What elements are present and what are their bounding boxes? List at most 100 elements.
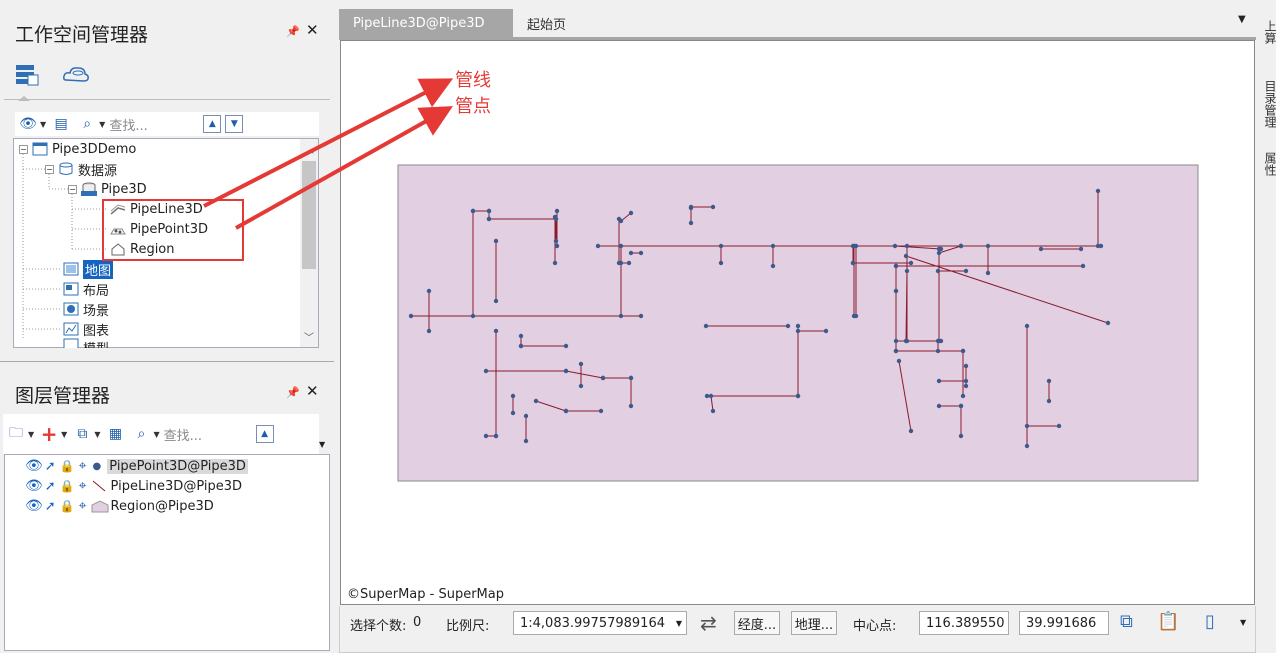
tab-menu-icon[interactable]: ▼ bbox=[1238, 14, 1246, 25]
pipe-node bbox=[470, 208, 476, 214]
layer-search-input[interactable]: 查找... bbox=[163, 428, 203, 444]
move-up-button[interactable]: ▲ bbox=[255, 425, 274, 443]
pipe-node bbox=[598, 408, 604, 414]
pin-icon[interactable]: 📌 bbox=[286, 25, 300, 38]
cloud-database-icon[interactable] bbox=[62, 62, 90, 86]
right-tab-0[interactable]: 上算 bbox=[1263, 20, 1276, 44]
pipe-node bbox=[483, 433, 489, 439]
collapse-icon[interactable]: − bbox=[19, 144, 28, 154]
close-icon[interactable]: ✕ bbox=[306, 382, 319, 400]
scale-select[interactable]: 1:4,083.99757989164 ▼ bbox=[513, 611, 687, 635]
tree-item-datasource-pipe3d[interactable]: − Pipe3D bbox=[68, 179, 147, 199]
search-icon[interactable]: ⌕ bbox=[83, 116, 92, 132]
pipe-node bbox=[595, 243, 601, 249]
pipe-node bbox=[483, 368, 489, 374]
layout-icon bbox=[63, 282, 79, 296]
tree-item-maps[interactable]: 地图 bbox=[63, 259, 114, 279]
selectable-icon[interactable]: ➚ bbox=[44, 458, 56, 474]
chevron-down-icon[interactable]: ▼ bbox=[94, 429, 101, 439]
tree-item-layouts[interactable]: 布局 bbox=[63, 279, 109, 299]
workspace-search-input[interactable]: 查找... bbox=[109, 118, 148, 134]
center-x-field[interactable]: 116.389550 bbox=[919, 611, 1009, 635]
layer-label: PipePoint3D@Pipe3D bbox=[107, 458, 248, 474]
layer-row-region[interactable]: 👁 ➚ 🔒 ⌖ Region@Pipe3D bbox=[25, 496, 214, 516]
scroll-down-icon[interactable]: ﹀ bbox=[304, 333, 314, 344]
visible-icon[interactable]: 👁 bbox=[25, 458, 43, 474]
tree-item-scenes[interactable]: 场景 bbox=[63, 299, 109, 319]
tab-pipeline3d[interactable]: PipeLine3D@Pipe3D bbox=[339, 9, 513, 37]
chevron-down-icon[interactable]: ▼ bbox=[675, 618, 682, 628]
search-icon[interactable]: ⌕ bbox=[137, 426, 146, 442]
tree-item-workspace[interactable]: − Pipe3DDemo bbox=[19, 139, 136, 159]
pipe-node bbox=[1046, 378, 1052, 384]
layers-icon[interactable]: ⧉ bbox=[77, 426, 88, 442]
chevron-down-icon[interactable]: ▼ bbox=[61, 429, 68, 439]
layer-row-pipepoint3d[interactable]: 👁 ➚ 🔒 ⌖ ● PipePoint3D@Pipe3D bbox=[25, 456, 248, 476]
snap-icon[interactable]: ⌖ bbox=[78, 458, 87, 474]
pipe-segment bbox=[565, 370, 604, 379]
visible-icon[interactable]: 👁 bbox=[25, 478, 43, 494]
pipe-node bbox=[563, 368, 569, 374]
right-tab-2[interactable]: 属性 bbox=[1263, 152, 1276, 176]
tree-item-datasources[interactable]: − 数据源 bbox=[45, 159, 117, 179]
visible-icon[interactable]: 👁 bbox=[25, 498, 43, 514]
chevron-down-icon[interactable]: ▼ bbox=[40, 119, 47, 129]
geographic-button[interactable]: 地理... bbox=[791, 611, 837, 635]
snap-icon[interactable]: ⌖ bbox=[78, 498, 87, 514]
chevron-down-icon[interactable]: ▼ bbox=[99, 119, 106, 129]
close-icon[interactable]: ✕ bbox=[306, 21, 319, 39]
tree-item-region[interactable]: Region bbox=[110, 239, 175, 259]
lock-icon[interactable]: 🔒 bbox=[59, 499, 75, 513]
collapse-icon[interactable]: − bbox=[68, 184, 77, 194]
workspace-tab-icon[interactable] bbox=[14, 63, 40, 87]
pipe-node bbox=[703, 323, 709, 329]
tab-start-page[interactable]: 起始页 bbox=[513, 9, 580, 37]
tree-item-pipeline3d[interactable]: PipeLine3D bbox=[110, 199, 203, 219]
tree-item-pipepoint3d[interactable]: PipePoint3D bbox=[110, 219, 208, 239]
pipe-node bbox=[963, 268, 969, 274]
view-icon[interactable]: 👁 bbox=[19, 116, 37, 132]
pipe-node bbox=[638, 250, 644, 256]
open-file-icon[interactable]: ▤ bbox=[54, 116, 68, 132]
copy-icon[interactable]: ⧉ bbox=[1120, 611, 1133, 632]
paste-icon[interactable]: 📋 bbox=[1157, 611, 1180, 632]
move-up-button[interactable]: ▲ bbox=[203, 115, 222, 133]
tree-item-charts[interactable]: 图表 bbox=[63, 319, 109, 339]
pipe-node bbox=[770, 243, 776, 249]
lock-icon[interactable]: 🔒 bbox=[59, 459, 75, 473]
center-y-field[interactable]: 39.991686 bbox=[1019, 611, 1109, 635]
pin-icon[interactable]: 📌 bbox=[286, 386, 300, 399]
selectable-icon[interactable]: ➚ bbox=[44, 478, 56, 494]
longitude-button[interactable]: 经度... bbox=[734, 611, 780, 635]
chevron-down-icon[interactable]: ▼ bbox=[28, 429, 35, 439]
pipe-node bbox=[960, 393, 966, 399]
pipe-node bbox=[510, 393, 516, 399]
right-tab-1[interactable]: 目录管理 bbox=[1263, 80, 1276, 128]
lock-icon[interactable]: 🔒 bbox=[59, 479, 75, 493]
move-down-button[interactable]: ▼ bbox=[225, 115, 244, 133]
collapse-icon[interactable]: − bbox=[45, 164, 54, 174]
pipe-segment bbox=[905, 270, 908, 342]
pipe-node bbox=[908, 260, 914, 266]
add-layer-icon[interactable]: 🗀 bbox=[9, 425, 23, 441]
tree-label: Pipe3D bbox=[101, 181, 147, 197]
chevron-down-icon[interactable]: ▼ bbox=[153, 429, 160, 439]
tree-label: 场景 bbox=[83, 303, 110, 319]
layer-row-pipeline3d[interactable]: 👁 ➚ 🔒 ⌖ PipeLine3D@Pipe3D bbox=[25, 476, 242, 496]
plus-icon[interactable]: + bbox=[40, 422, 58, 446]
workspace-toolbar: 👁▼ ▤ ⌕▼ 查找... ▲ ▼ bbox=[15, 112, 319, 136]
map-view[interactable]: ©SuperMap - SuperMap bbox=[340, 40, 1255, 605]
snap-icon[interactable]: ⌖ bbox=[78, 478, 87, 494]
tree-label: 图表 bbox=[83, 323, 110, 339]
pipe-node bbox=[563, 408, 569, 414]
swap-icon[interactable]: ⇄ bbox=[700, 611, 717, 635]
selectable-icon[interactable]: ➚ bbox=[44, 498, 56, 514]
overflow-icon[interactable]: ▼ bbox=[319, 440, 326, 449]
pipe-node bbox=[770, 263, 776, 269]
grid-icon[interactable]: ▦ bbox=[108, 426, 123, 442]
status-menu-icon[interactable]: ▼ bbox=[1240, 618, 1247, 627]
pipe-node bbox=[936, 246, 942, 252]
pipe-node bbox=[963, 378, 969, 384]
bookmark-icon[interactable]: ▯ bbox=[1205, 611, 1215, 632]
tree-item-models[interactable]: 模型 bbox=[63, 338, 109, 348]
